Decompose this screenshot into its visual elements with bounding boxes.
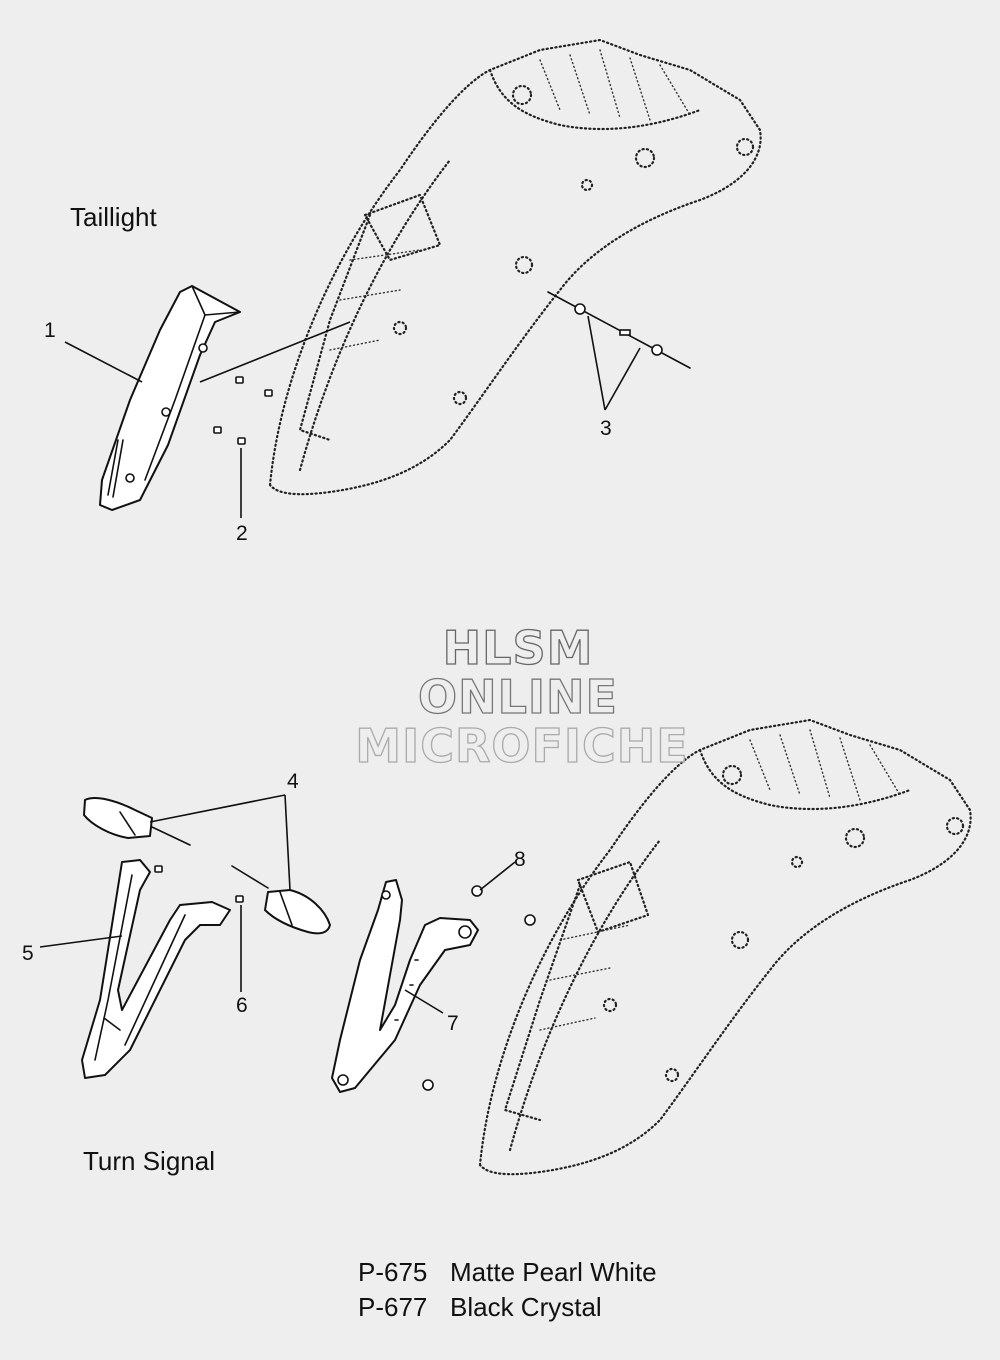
leader-4b [284, 794, 291, 891]
turn-signal-hardware [154, 865, 244, 903]
legend-code-1: P-675 [358, 1257, 427, 1287]
turn-signal-left [83, 797, 191, 846]
legend-code-2: P-677 [358, 1292, 427, 1322]
leader-8 [479, 861, 516, 891]
leader-5 [39, 935, 123, 948]
callout-1: 1 [44, 319, 56, 342]
callout-6: 6 [236, 994, 248, 1017]
rear-fender-bottom [478, 718, 972, 1176]
leader-1 [64, 341, 143, 383]
callout-8: 8 [514, 848, 526, 871]
nuts-8 [422, 885, 536, 1091]
taillight-mounting-hardware [213, 376, 273, 445]
callout-5: 5 [22, 942, 34, 965]
callout-2: 2 [236, 522, 248, 545]
turn-signal-bracket [81, 859, 231, 1079]
watermark-line-3: MICROFICHE [355, 719, 688, 773]
mounting-plate [331, 879, 479, 1093]
leader-4a [149, 794, 286, 823]
watermark-line-1: HLSM [443, 621, 594, 675]
section-label-taillight: Taillight [70, 202, 157, 232]
rear-fender-top [268, 38, 762, 496]
leader-3a [587, 315, 606, 411]
turn-signal-right [231, 865, 331, 935]
callout-7: 7 [447, 1012, 459, 1035]
section-label-turn-signal: Turn Signal [83, 1146, 215, 1176]
callout-3: 3 [600, 417, 612, 440]
watermark-line-2: ONLINE [418, 670, 618, 724]
leader-1-to-fender [199, 321, 351, 383]
legend-color-1: Matte Pearl White [450, 1257, 657, 1287]
wire-harness-clips [547, 291, 691, 369]
callout-4: 4 [287, 770, 299, 793]
legend-color-2: Black Crystal [450, 1292, 602, 1322]
taillight-lens [99, 285, 241, 511]
leader-7 [404, 989, 444, 1014]
leader-3b [604, 347, 641, 411]
